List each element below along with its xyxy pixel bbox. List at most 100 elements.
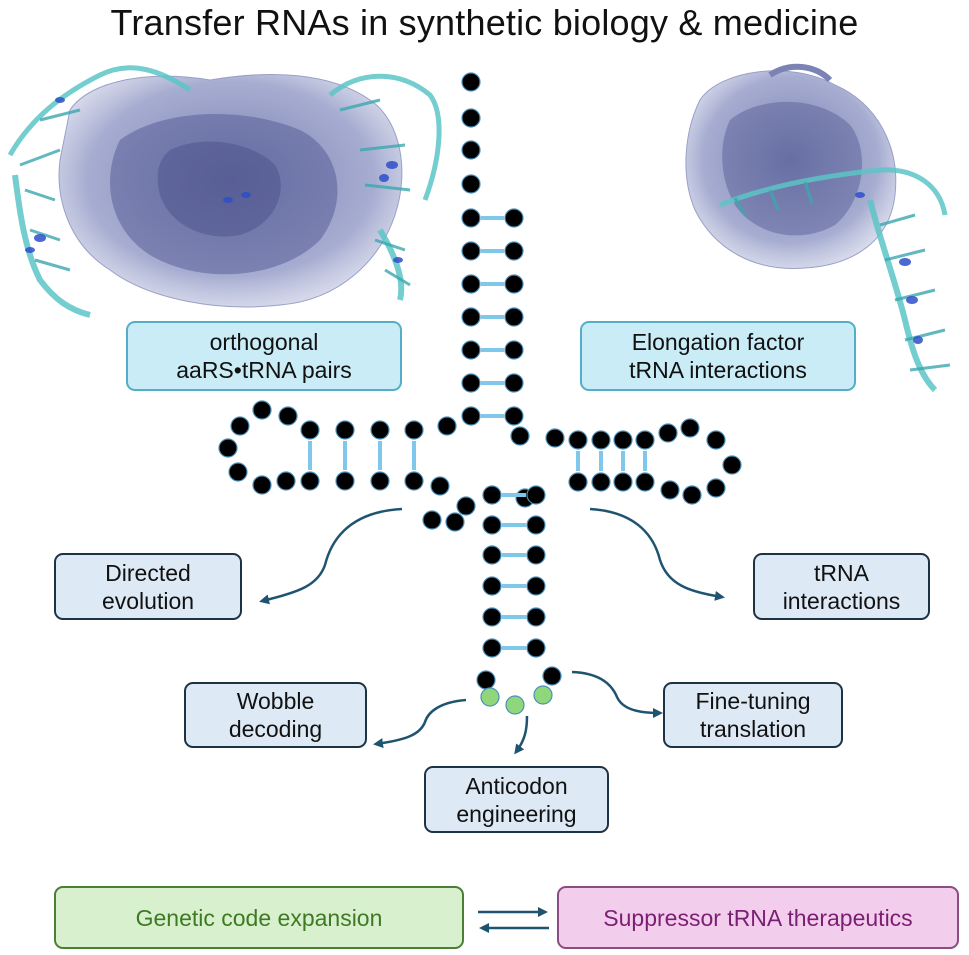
nucleotide <box>722 455 742 475</box>
nucleotide <box>482 607 502 627</box>
nucleotide <box>461 340 481 360</box>
suppressor-trna-therapeutics-label: Suppressor tRNA therapeutics <box>603 904 913 931</box>
nucleotide <box>456 496 476 516</box>
nucleotide <box>422 510 442 530</box>
arrows <box>259 507 725 755</box>
nucleotide <box>526 545 546 565</box>
nucleotide <box>482 545 502 565</box>
nucleotide <box>504 241 524 261</box>
genetic-code-expansion-label: Genetic code expansion <box>135 904 383 931</box>
nucleotide <box>445 512 465 532</box>
nucleotide <box>461 406 481 426</box>
protein-structure-left-icon <box>7 65 442 318</box>
nucleotide <box>635 430 655 450</box>
arrow-to-wobble-decoding <box>373 698 467 748</box>
nucleotide <box>461 307 481 327</box>
nucleotide <box>252 475 272 495</box>
directed-evolution-line2: evolution <box>101 587 195 614</box>
trna-interactions-line1: tRNA <box>814 559 869 586</box>
nucleotide <box>660 480 680 500</box>
anticodon-nucleotide <box>533 685 553 705</box>
equilibrium-arrows-icon <box>478 907 549 933</box>
fine-tuning-translation-box: Fine-tuning translation <box>663 682 843 748</box>
nucleotide <box>461 108 481 128</box>
nucleotide <box>437 416 457 436</box>
nucleotide <box>504 307 524 327</box>
nucleotide <box>526 638 546 658</box>
orthogonal-pairs-line2: aaRS•tRNA pairs <box>176 357 352 383</box>
trna-cloverleaf-icon <box>218 72 742 715</box>
nucleotide <box>461 72 481 92</box>
anticodon-nucleotide <box>505 695 525 715</box>
nucleotide <box>545 428 565 448</box>
wobble-decoding-box: Wobble decoding <box>184 682 367 748</box>
figure-title: Transfer RNAs in synthetic biology & med… <box>110 2 859 43</box>
nucleotide <box>526 515 546 535</box>
nucleotide <box>370 471 390 491</box>
anticodon-nucleotide <box>480 687 500 707</box>
nucleotide <box>568 430 588 450</box>
nucleotide <box>526 607 546 627</box>
nucleotide <box>335 471 355 491</box>
nucleotide <box>482 485 502 505</box>
nucleotide <box>591 472 611 492</box>
nucleotide <box>591 430 611 450</box>
nucleotide <box>504 340 524 360</box>
nucleotide <box>504 274 524 294</box>
nucleotide <box>218 438 238 458</box>
elongation-factor-box: Elongation factor tRNA interactions <box>580 321 856 391</box>
nucleotide <box>461 274 481 294</box>
nucleotide <box>370 420 390 440</box>
wobble-decoding-line2: decoding <box>228 716 323 742</box>
fine-tuning-translation-line1: Fine-tuning <box>695 688 811 714</box>
nucleotide <box>706 478 726 498</box>
nucleotide <box>482 638 502 658</box>
nucleotide <box>635 472 655 492</box>
trna-interactions-line2: interactions <box>782 587 901 614</box>
nucleotide <box>335 420 355 440</box>
nucleotide <box>461 373 481 393</box>
nucleotide <box>300 420 320 440</box>
fine-tuning-translation-line2: translation <box>699 716 807 742</box>
nucleotide <box>482 515 502 535</box>
arrow-to-trna-interactions <box>589 507 725 601</box>
arrow-to-anticodon-engineering <box>514 715 529 755</box>
nucleotide <box>526 576 546 596</box>
nucleotide <box>228 462 248 482</box>
nucleotide <box>682 485 702 505</box>
protein-structure-right-icon <box>685 63 951 393</box>
nucleotide <box>658 423 678 443</box>
nucleotide <box>430 476 450 496</box>
nucleotide <box>252 400 272 420</box>
nucleotide <box>461 174 481 194</box>
nucleotide <box>276 471 296 491</box>
nucleotide <box>613 472 633 492</box>
directed-evolution-box: Directed evolution <box>54 553 242 620</box>
nucleotide <box>230 416 250 436</box>
nucleotide <box>278 406 298 426</box>
orthogonal-pairs-line1: orthogonal <box>209 329 319 355</box>
nucleotide <box>300 471 320 491</box>
elongation-factor-line1: Elongation factor <box>631 329 805 355</box>
nucleotide <box>461 241 481 261</box>
nucleotide <box>526 485 546 505</box>
orthogonal-pairs-box: orthogonal aaRS•tRNA pairs <box>126 321 402 391</box>
trna-interactions-box: tRNA interactions <box>753 553 930 620</box>
nucleotide <box>404 420 424 440</box>
anticodon-engineering-line2: engineering <box>456 800 577 827</box>
nucleotide <box>482 576 502 596</box>
wobble-decoding-line1: Wobble <box>236 688 315 714</box>
nucleotide <box>542 666 562 686</box>
nucleotide <box>568 472 588 492</box>
nucleotide <box>504 406 524 426</box>
nucleotide <box>504 208 524 228</box>
nucleotide <box>510 426 530 446</box>
nucleotide <box>461 208 481 228</box>
nucleotide <box>706 430 726 450</box>
directed-evolution-line1: Directed <box>105 559 191 586</box>
nucleotide <box>613 430 633 450</box>
elongation-factor-line2: tRNA interactions <box>629 357 807 383</box>
anticodon-engineering-line1: Anticodon <box>465 772 568 799</box>
